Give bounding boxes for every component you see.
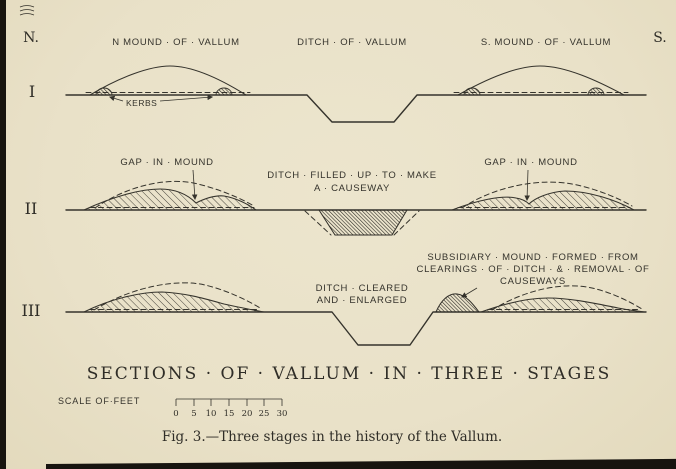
- subsidiary-mound: [435, 293, 481, 313]
- kerb-stone: [587, 87, 605, 96]
- stage-3-section: III DITCH · CLEARED AND · ENLARGED SUBSI…: [22, 252, 650, 346]
- stage-3-north-mound: [83, 291, 265, 313]
- page-edge-left: [0, 0, 6, 469]
- kerbs-arrow-left: [108, 95, 124, 102]
- gap-arrow-left: [191, 169, 198, 201]
- stage-2-gap-left-label: GAP · IN · MOUND: [120, 157, 213, 168]
- scale-tick-label: 15: [224, 409, 235, 419]
- page-edge-bottom: [46, 458, 676, 469]
- stage-2-north-mound: [83, 188, 258, 211]
- scale-tick-label: 5: [191, 409, 196, 419]
- stage-3-south-mound: [480, 297, 645, 313]
- kerb-stone: [95, 87, 113, 96]
- stage-2-numeral: II: [25, 199, 38, 218]
- scale-bar-ticks: [175, 399, 283, 406]
- stage-2-gap-right-label: GAP · IN · MOUND: [484, 157, 577, 168]
- stage-3-ground-line: [65, 311, 647, 346]
- stage-2-north-mound-former-profile: [94, 180, 255, 209]
- stage-2-section: II GAP · IN · MOUND GAP · IN · MOUND DIT…: [25, 157, 647, 236]
- kerb-stone: [215, 87, 233, 96]
- gap-arrow-right: [524, 169, 530, 202]
- printers-mark-icon: [19, 5, 35, 16]
- scale-tick-label: 30: [277, 409, 288, 419]
- kerbs-label: KERBS: [126, 98, 157, 108]
- stage-1-s-mound-label: S. MOUND · OF · VALLUM: [481, 37, 611, 48]
- subsidiary-mound-arrow: [461, 287, 478, 298]
- scale-of-feet: SCALE OF·FEET 0 5 10 15 20 25 30: [58, 396, 287, 419]
- stage-2-former-ditch-side-left: [304, 210, 332, 236]
- stage-1-section: I N MOUND · OF · VALLUM DITCH · OF · VAL…: [29, 37, 647, 123]
- stage-3-north-mound-former-profile: [93, 282, 263, 311]
- stage-1-ditch-label: DITCH · OF · VALLUM: [297, 37, 407, 48]
- compass-north-label: N.: [23, 30, 39, 46]
- stage-3-subsidiary-label-line3: CAUSEWAYS: [500, 276, 566, 287]
- stage-2-ditch-label-line1: DITCH · FILLED · UP · TO · MAKE: [267, 170, 437, 181]
- stage-2-south-mound: [451, 190, 637, 211]
- compass-south-label: S.: [653, 30, 667, 46]
- scale-tick-label: 10: [206, 409, 217, 419]
- stage-2-former-ditch-side-right: [393, 210, 420, 236]
- scale-tick-label: 20: [242, 409, 253, 419]
- stage-1-north-mound-outline: [89, 65, 247, 96]
- causeway-fill: [318, 209, 408, 236]
- stage-3-subsidiary-label-line2: CLEARINGS · OF · DITCH · & · REMOVAL · O…: [417, 264, 650, 275]
- stage-3-ditch-label-line2: AND · ENLARGED: [317, 295, 408, 306]
- stage-3-subsidiary-label-line1: SUBSIDIARY · MOUND · FORMED · FROM: [427, 252, 638, 263]
- figure-caption: Fig. 3.—Three stages in the history of t…: [162, 429, 502, 445]
- stage-2-south-mound-former-profile: [461, 181, 633, 209]
- stage-3-numeral: III: [22, 301, 41, 320]
- stage-1-ground-line: [65, 94, 647, 123]
- stage-3-ditch-label-line1: DITCH · CLEARED: [316, 283, 409, 294]
- stage-2-ditch-label-line2: A · CAUSEWAY: [314, 183, 390, 194]
- figure-title: SECTIONS · OF · VALLUM · IN · THREE · ST…: [87, 364, 612, 384]
- stage-1-n-mound-label: N MOUND · OF · VALLUM: [112, 37, 239, 48]
- scale-tick-label: 25: [259, 409, 270, 419]
- kerb-stone: [463, 87, 481, 96]
- stage-1-south-mound-outline: [457, 65, 625, 96]
- scale-label: SCALE OF·FEET: [58, 396, 140, 406]
- scale-tick-label: 0: [173, 409, 178, 419]
- kerbs-arrow-right: [159, 94, 214, 102]
- stage-1-numeral: I: [29, 82, 35, 101]
